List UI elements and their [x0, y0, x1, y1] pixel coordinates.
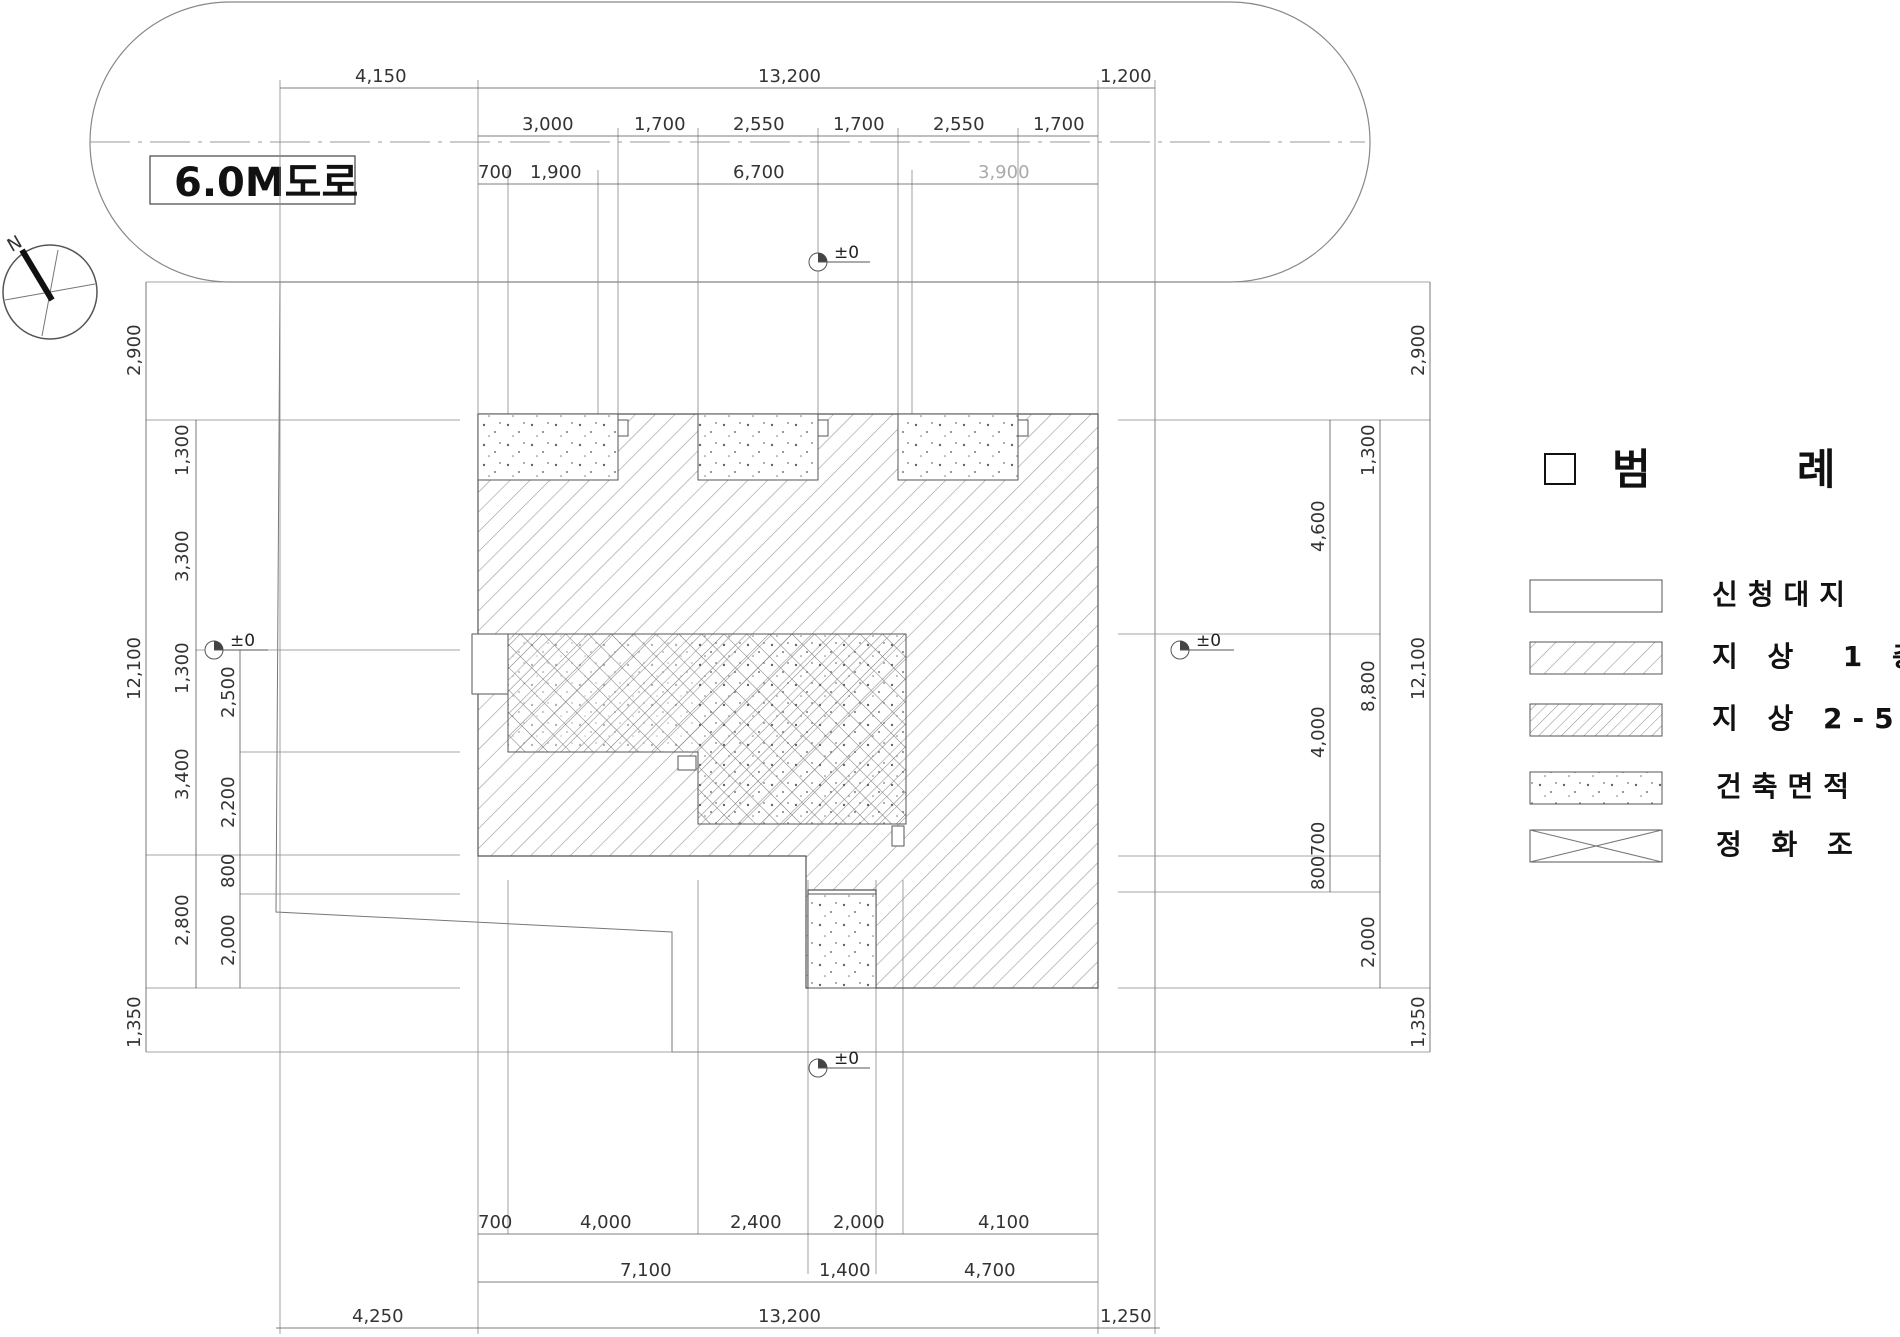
level-label-bottom: ±0: [834, 1049, 859, 1069]
dim-left-mid-1: 1,300: [172, 424, 193, 476]
dim-top-5: 1,700: [634, 114, 686, 135]
dim-left-outer-3: 1,350: [124, 996, 145, 1048]
dim-right-outer-1: 2,900: [1408, 324, 1429, 376]
legend-swatch-site: [1529, 579, 1663, 613]
level-marker-left: ±0: [204, 631, 268, 660]
dim-right-mid-2: 8,800: [1358, 660, 1379, 712]
legend-label-floor1: 지 상 1 층: [1712, 640, 1900, 673]
dim-bottom-2: 4,000: [580, 1212, 632, 1233]
dim-right-inner-3: 800: [1308, 856, 1329, 890]
level-marker-right: ±0: [1170, 631, 1234, 660]
legend-swatch-building-area: [1529, 771, 1663, 805]
dim-left-outer-2: 12,100: [124, 637, 145, 700]
legend-title-box: [1544, 453, 1576, 485]
dim-right-outer-3: 1,350: [1408, 996, 1429, 1048]
level-marker-top: ±0: [808, 243, 870, 272]
dim-bottom-7: 1,400: [819, 1260, 871, 1281]
dim-top-13: 3,900: [978, 162, 1030, 183]
dim-left-mid-5: 2,800: [172, 894, 193, 946]
legend-swatch-septic: [1529, 829, 1663, 863]
dim-left-inner-3: 800: [218, 854, 239, 888]
dim-top-2: 13,200: [758, 66, 821, 87]
legend-swatch-floor1: [1529, 641, 1663, 675]
level-label-left: ±0: [230, 631, 255, 651]
dim-top-9: 1,700: [1033, 114, 1085, 135]
legend-swatch-floor2-5: [1529, 703, 1663, 737]
dim-bottom-11: 1,250: [1100, 1306, 1152, 1327]
dim-top-8: 2,550: [933, 114, 985, 135]
dim-top-11: 1,900: [530, 162, 582, 183]
dim-bottom-3: 2,400: [730, 1212, 782, 1233]
dim-left-mid-2: 3,300: [172, 530, 193, 582]
dim-left-inner-1: 2,500: [218, 666, 239, 718]
dim-right-mid-1: 1,300: [1358, 424, 1379, 476]
floor-2-5-overlay: [698, 634, 906, 824]
dim-left-inner-4: 2,000: [218, 914, 239, 966]
dim-right-inner-1: 4,600: [1308, 500, 1329, 552]
dimension-lines: [145, 87, 1431, 1329]
dim-left-inner-2: 2,200: [218, 776, 239, 828]
legend-label-septic: 정 화 조: [1716, 828, 1863, 861]
level-marker-bottom: ±0: [808, 1049, 870, 1078]
dim-right-inner-4: 700: [1308, 822, 1329, 856]
dim-right-outer-2: 12,100: [1408, 637, 1429, 700]
level-label-right: ±0: [1196, 631, 1221, 651]
dim-bottom-4: 2,000: [833, 1212, 885, 1233]
dim-top-4: 3,000: [522, 114, 574, 135]
road-label: 6.0M도로: [174, 160, 358, 206]
legend-label-building-area: 건축면적: [1716, 770, 1859, 803]
dim-top-10: 700: [478, 162, 512, 183]
legend: 범 례 신청대지 지 상 1 층 지 상 2-5 층 건축면적 정 화 조: [1529, 445, 1900, 863]
dim-bottom-1: 700: [478, 1212, 512, 1233]
septic-markers: [617, 419, 1029, 847]
dim-bottom-9: 4,250: [352, 1306, 404, 1327]
north-arrow: N: [2, 232, 98, 340]
dim-right-mid-3: 2,000: [1358, 916, 1379, 968]
dim-top-6: 2,550: [733, 114, 785, 135]
floor-2-5-overlay-left: [508, 634, 698, 752]
dim-top-3: 1,200: [1100, 66, 1152, 87]
dim-right-inner-2: 4,000: [1308, 706, 1329, 758]
dim-bottom-10: 13,200: [758, 1306, 821, 1327]
dim-top-12: 6,700: [733, 162, 785, 183]
legend-title: 범 례: [1612, 445, 1836, 494]
legend-label-site: 신청대지: [1712, 578, 1855, 611]
dim-left-mid-4: 3,400: [172, 748, 193, 800]
level-label-top: ±0: [834, 243, 859, 263]
dim-top-1: 4,150: [355, 66, 407, 87]
dim-top-7: 1,700: [833, 114, 885, 135]
landscape-areas: [471, 413, 1019, 989]
dim-bottom-5: 4,100: [978, 1212, 1030, 1233]
dim-bottom-8: 4,700: [964, 1260, 1016, 1281]
legend-label-floor2-5: 지 상 2-5 층: [1712, 702, 1900, 735]
dim-bottom-6: 7,100: [620, 1260, 672, 1281]
road-label-box: [149, 155, 356, 205]
dim-left-mid-3: 1,300: [172, 642, 193, 694]
dim-left-outer-1: 2,900: [124, 324, 145, 376]
